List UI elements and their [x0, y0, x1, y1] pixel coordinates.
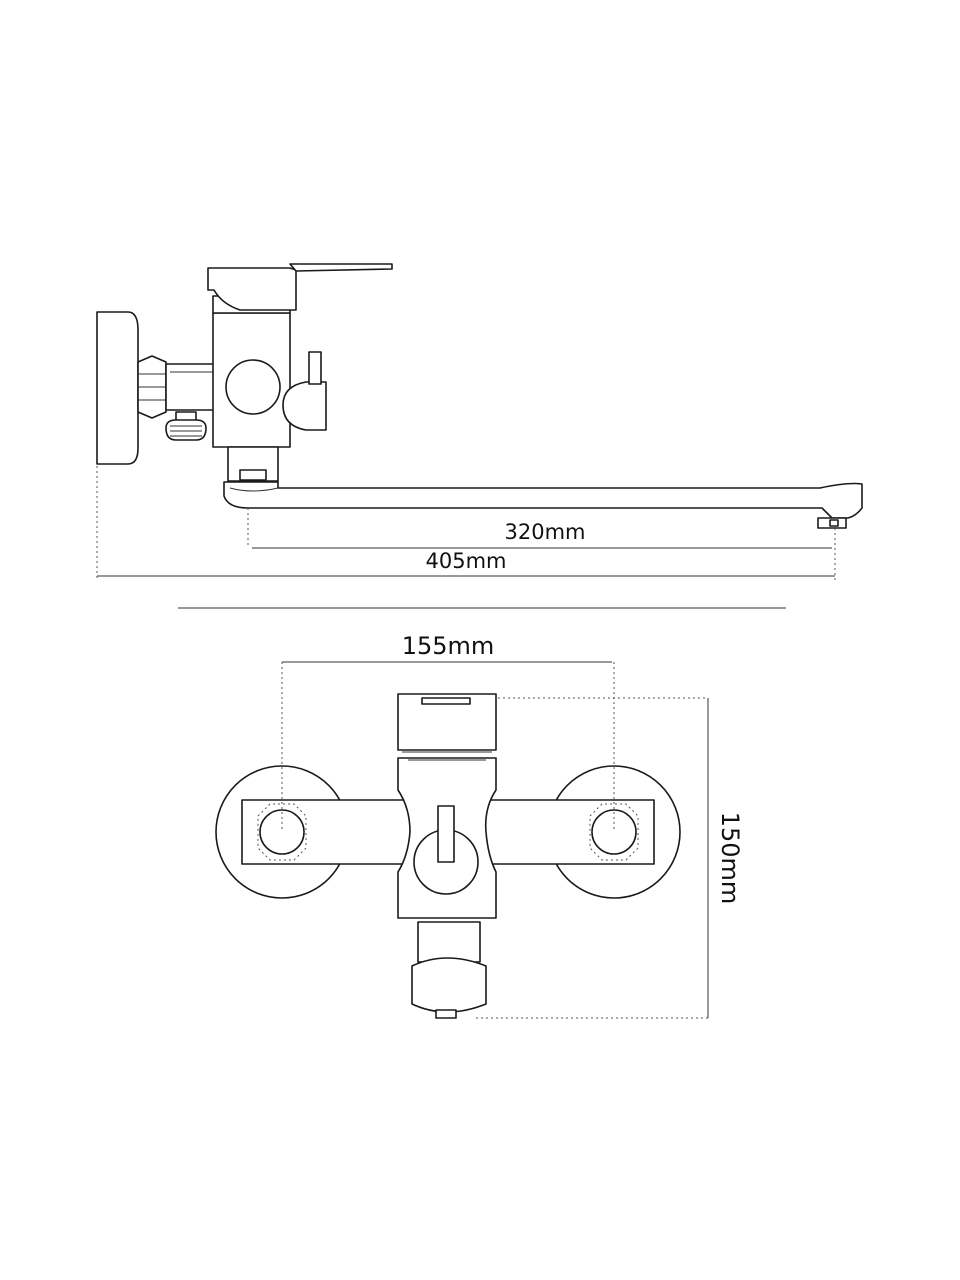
dimension-lines-front: [281, 661, 709, 1019]
lever-base: [207, 267, 297, 311]
diverter-knob[interactable]: [225, 359, 281, 415]
front-diverter-pin[interactable]: [437, 805, 455, 863]
inlet-spacing-label: 155mm: [402, 632, 495, 660]
collar-slot: [239, 469, 267, 481]
front-spout: [411, 957, 487, 1013]
front-view: [215, 693, 681, 1019]
height-label: 150mm: [716, 812, 744, 905]
dimension-lines-side: [96, 466, 836, 580]
total-length-label: 405mm: [426, 549, 507, 573]
diverter-pin[interactable]: [308, 351, 322, 385]
right-nut: [589, 803, 639, 861]
inlet-fitting: [165, 411, 207, 441]
spout-length-label: 320mm: [505, 520, 586, 544]
lever-handle[interactable]: [289, 263, 393, 272]
front-collar: [417, 921, 481, 963]
top-cap: [397, 693, 497, 751]
side-view: [96, 263, 863, 529]
side-diverter: [282, 381, 327, 431]
wall-flange: [96, 311, 139, 465]
hex-nut: [137, 355, 167, 419]
left-nut: [257, 803, 307, 861]
spout: [223, 481, 863, 519]
